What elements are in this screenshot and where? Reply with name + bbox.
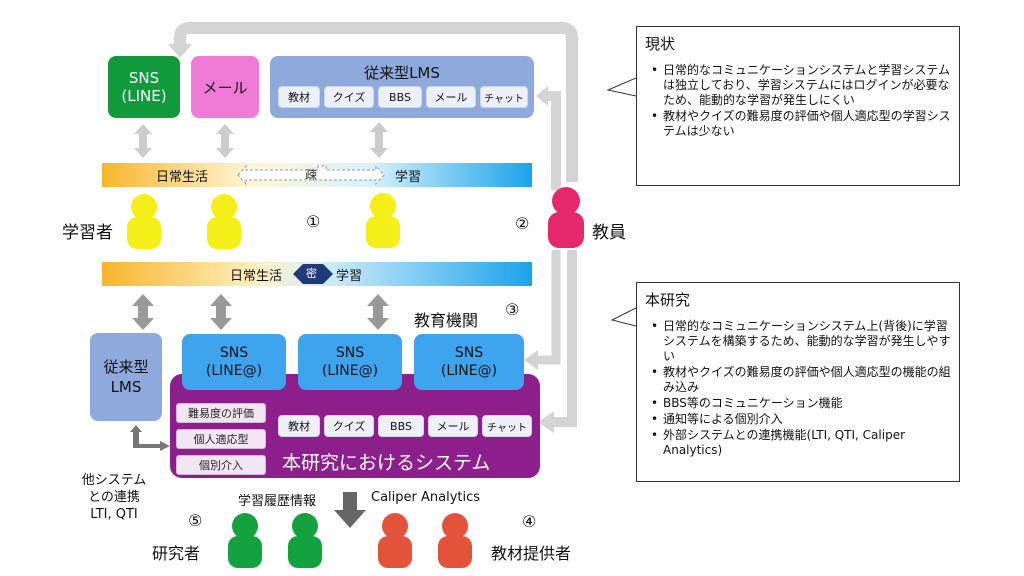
system-title: 本研究におけるシステム (282, 452, 491, 474)
other-systems-label: 他システム との連携 LTI, QTI (81, 473, 147, 522)
learner-label: 学習者 (62, 223, 113, 243)
teacher-to-sns-at-arrow (535, 250, 561, 365)
dense-arrow (293, 264, 333, 284)
learning-history-label: 学習履歴情報 (238, 494, 317, 509)
top-double-arrows (134, 122, 388, 158)
list-item: 外部システムとの連携機能(LTI, QTI, Caliper Analytics… (649, 428, 953, 458)
legacy-lms-title: 従来型LMS (364, 64, 440, 82)
caliper-label: Caliper Analytics (371, 490, 481, 505)
chip-quiz: クイズ (324, 86, 374, 108)
teacher-to-lms-arrow (546, 91, 561, 190)
circle-3: ③ (505, 300, 520, 319)
chip-mail: メール (426, 86, 476, 108)
circle-1: ① (306, 212, 321, 231)
mid-double-arrows (132, 294, 389, 330)
circle-5: ⑤ (188, 511, 203, 530)
list-item: 教材やクイズの難易度の評価や個人適応型の学習システムは少ない (649, 109, 953, 139)
loop-arrow-head (168, 44, 192, 58)
research-note: 本研究 日常的なコミュニケーションシステム上(背後)に学習システムを構築するため… (636, 282, 960, 482)
list-item: 教材やクイズの難易度の評価や個人適応型の機能の組み込み (649, 365, 953, 395)
chip-chat-2: チャット (482, 415, 532, 437)
learner-figures (127, 193, 400, 249)
chip-difficulty: 難易度の評価 (176, 403, 266, 423)
bar-mid-dense: 密 (306, 267, 317, 280)
institution-label: 教育機関 (414, 311, 479, 330)
current-status-list: 日常的なコミュニケーションシステムと学習システムは独立しており、学習システムには… (649, 63, 953, 140)
chip-materials-2: 教材 (278, 415, 320, 437)
callout-tail-current (606, 77, 637, 97)
chip-quiz-2: クイズ (324, 415, 374, 437)
teacher-to-sns-loop-arrow (174, 22, 578, 182)
chip-adaptive: 個人適応型 (176, 429, 266, 449)
teacher-to-system-arrow (552, 250, 577, 427)
provider-figures (378, 513, 472, 568)
chip-chat: チャット (480, 86, 528, 108)
sns-line-at-box-1: SNS (LINE@) (182, 334, 286, 390)
data-down-arrow (334, 492, 366, 528)
research-note-title: 本研究 (645, 291, 691, 309)
bar-mid-daily: 日常生活 (230, 269, 283, 284)
researcher-label: 研究者 (152, 544, 201, 563)
provider-label: 教材提供者 (491, 544, 572, 563)
chip-bbs: BBS (378, 86, 422, 108)
bar-mid-learning: 学習 (336, 269, 363, 284)
chip-intervention: 個別介入 (176, 455, 266, 475)
list-item: 日常的なコミュニケーションシステム上(背後)に学習システムを構築するため、能動的… (649, 319, 953, 364)
mail-box: メール (191, 56, 259, 118)
teacher-label: 教員 (592, 223, 626, 243)
sns-line-box: SNS (LINE) (108, 56, 180, 118)
callout-tail-research (610, 307, 637, 327)
bar-top-daily: 日常生活 (156, 170, 209, 185)
sns-line-at-box-3: SNS (LINE@) (414, 334, 524, 390)
bar-top-learning: 学習 (395, 170, 422, 185)
legacy-lms-box: 従来型 LMS (90, 333, 162, 421)
circle-4: ④ (522, 512, 537, 531)
circle-2: ② (515, 214, 530, 233)
legacy-lms-top-box: 従来型LMS 教材 クイズ BBS メール チャット (270, 56, 534, 118)
research-note-list: 日常的なコミュニケーションシステム上(背後)に学習システムを構築するため、能動的… (649, 319, 953, 459)
list-item: BBS等のコミュニケーション機能 (649, 396, 953, 411)
sparse-dashed-arrow (237, 164, 385, 186)
bar-top-sparse: 疎 (305, 168, 318, 182)
chip-materials: 教材 (278, 86, 320, 108)
current-status-title: 現状 (645, 35, 676, 53)
chip-mail-2: メール (428, 415, 478, 437)
teacher-figure (548, 187, 584, 248)
lms-link-arrow (130, 425, 170, 451)
sns-line-at-box-2: SNS (LINE@) (298, 334, 402, 390)
list-item: 日常的なコミュニケーションシステムと学習システムは独立しており、学習システムには… (649, 63, 953, 108)
current-status-note: 現状 日常的なコミュニケーションシステムと学習システムは独立しており、学習システ… (636, 26, 960, 186)
researcher-figures (228, 513, 322, 568)
list-item: 通知等による個別介入 (649, 412, 953, 427)
chip-bbs-2: BBS (378, 415, 424, 437)
